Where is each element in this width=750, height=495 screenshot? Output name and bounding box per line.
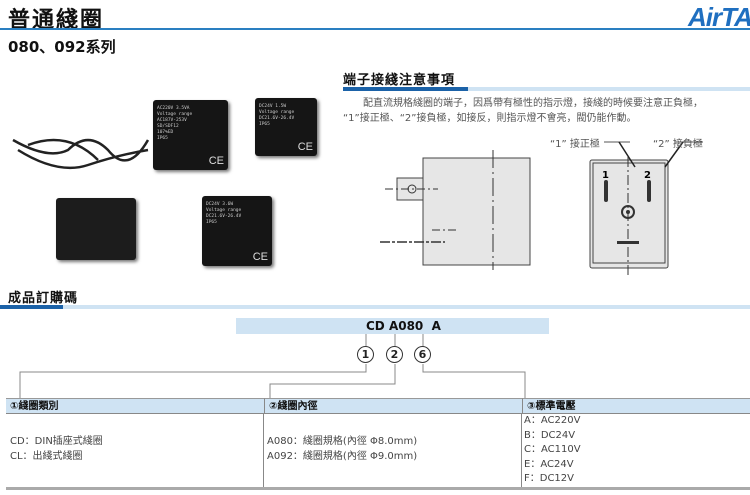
heading-bar <box>343 87 468 91</box>
title-divider <box>0 28 750 30</box>
order-heading-bar-light <box>63 305 750 309</box>
coil-side-diagram <box>380 150 531 270</box>
pin-2-label: 2 <box>644 170 651 181</box>
list-item: E：AC24V <box>524 458 574 470</box>
list-item: B：DC24V <box>524 429 576 441</box>
list-item: A：AC220V <box>524 415 581 426</box>
negative-label: “2” 接負極 <box>653 139 703 150</box>
code-connector-lines <box>19 334 526 398</box>
list-item: CL：出綫式綫圈 <box>10 451 83 462</box>
table-bottom-border <box>6 487 750 490</box>
order-code-text: CD A080 A <box>366 319 441 333</box>
list-item: C：AC110V <box>524 444 581 455</box>
order-code: CD A080 A <box>236 318 549 334</box>
wiring-text-2: “1”接正極、“2”接負極，如接反，則指示燈不會亮，閥仍能作動。 <box>343 113 637 124</box>
order-heading: 成品訂購碼 <box>8 291 79 306</box>
list-item: F：DC12V <box>524 473 574 484</box>
list-item: A080：綫圈規格(內徑 Φ8.0mm) <box>267 436 418 447</box>
coil-type-list: CD：DIN插座式綫圈 CL：出綫式綫圈 <box>2 434 103 464</box>
column-header-voltage: ③標準電壓 <box>522 398 750 414</box>
coil-din-connector <box>56 198 136 260</box>
column-divider <box>263 414 264 487</box>
brand-logo: AirTAC <box>688 2 750 32</box>
column-divider <box>521 414 522 487</box>
marker-1: 1 <box>357 346 374 363</box>
column-header-inner-diameter: ②綫圈內徑 <box>264 398 522 414</box>
pin-1-label: 1 <box>602 170 609 181</box>
order-heading-bar <box>0 305 63 309</box>
wiring-heading: 端子接綫注意事項 <box>343 73 456 88</box>
marker-6: 6 <box>414 346 431 363</box>
list-item: CD：DIN插座式綫圈 <box>10 436 103 447</box>
positive-label: “1” 接正極 <box>550 139 600 150</box>
cable-icon <box>12 138 150 170</box>
column-header-coil-type: ①綫圈類別 <box>6 398 264 414</box>
heading-bar-light <box>468 87 750 91</box>
wiring-text-1: 配直流規格綫圈的端子，因爲帶有極性的指示燈，接綫的時候要注意正負極， <box>363 98 703 109</box>
voltage-list: A：AC220V B：DC24V C：AC110V E：AC24V F：DC12… <box>516 414 581 487</box>
series-title: 080、092系列 <box>8 38 116 56</box>
list-item: A092：綫圈規格(內徑 Φ9.0mm) <box>267 451 418 462</box>
marker-2: 2 <box>386 346 403 363</box>
coil-terminal-diagram: 1 2 <box>589 141 703 277</box>
diameter-list: A080：綫圈規格(內徑 Φ8.0mm) A092：綫圈規格(內徑 Φ9.0mm… <box>259 434 417 464</box>
